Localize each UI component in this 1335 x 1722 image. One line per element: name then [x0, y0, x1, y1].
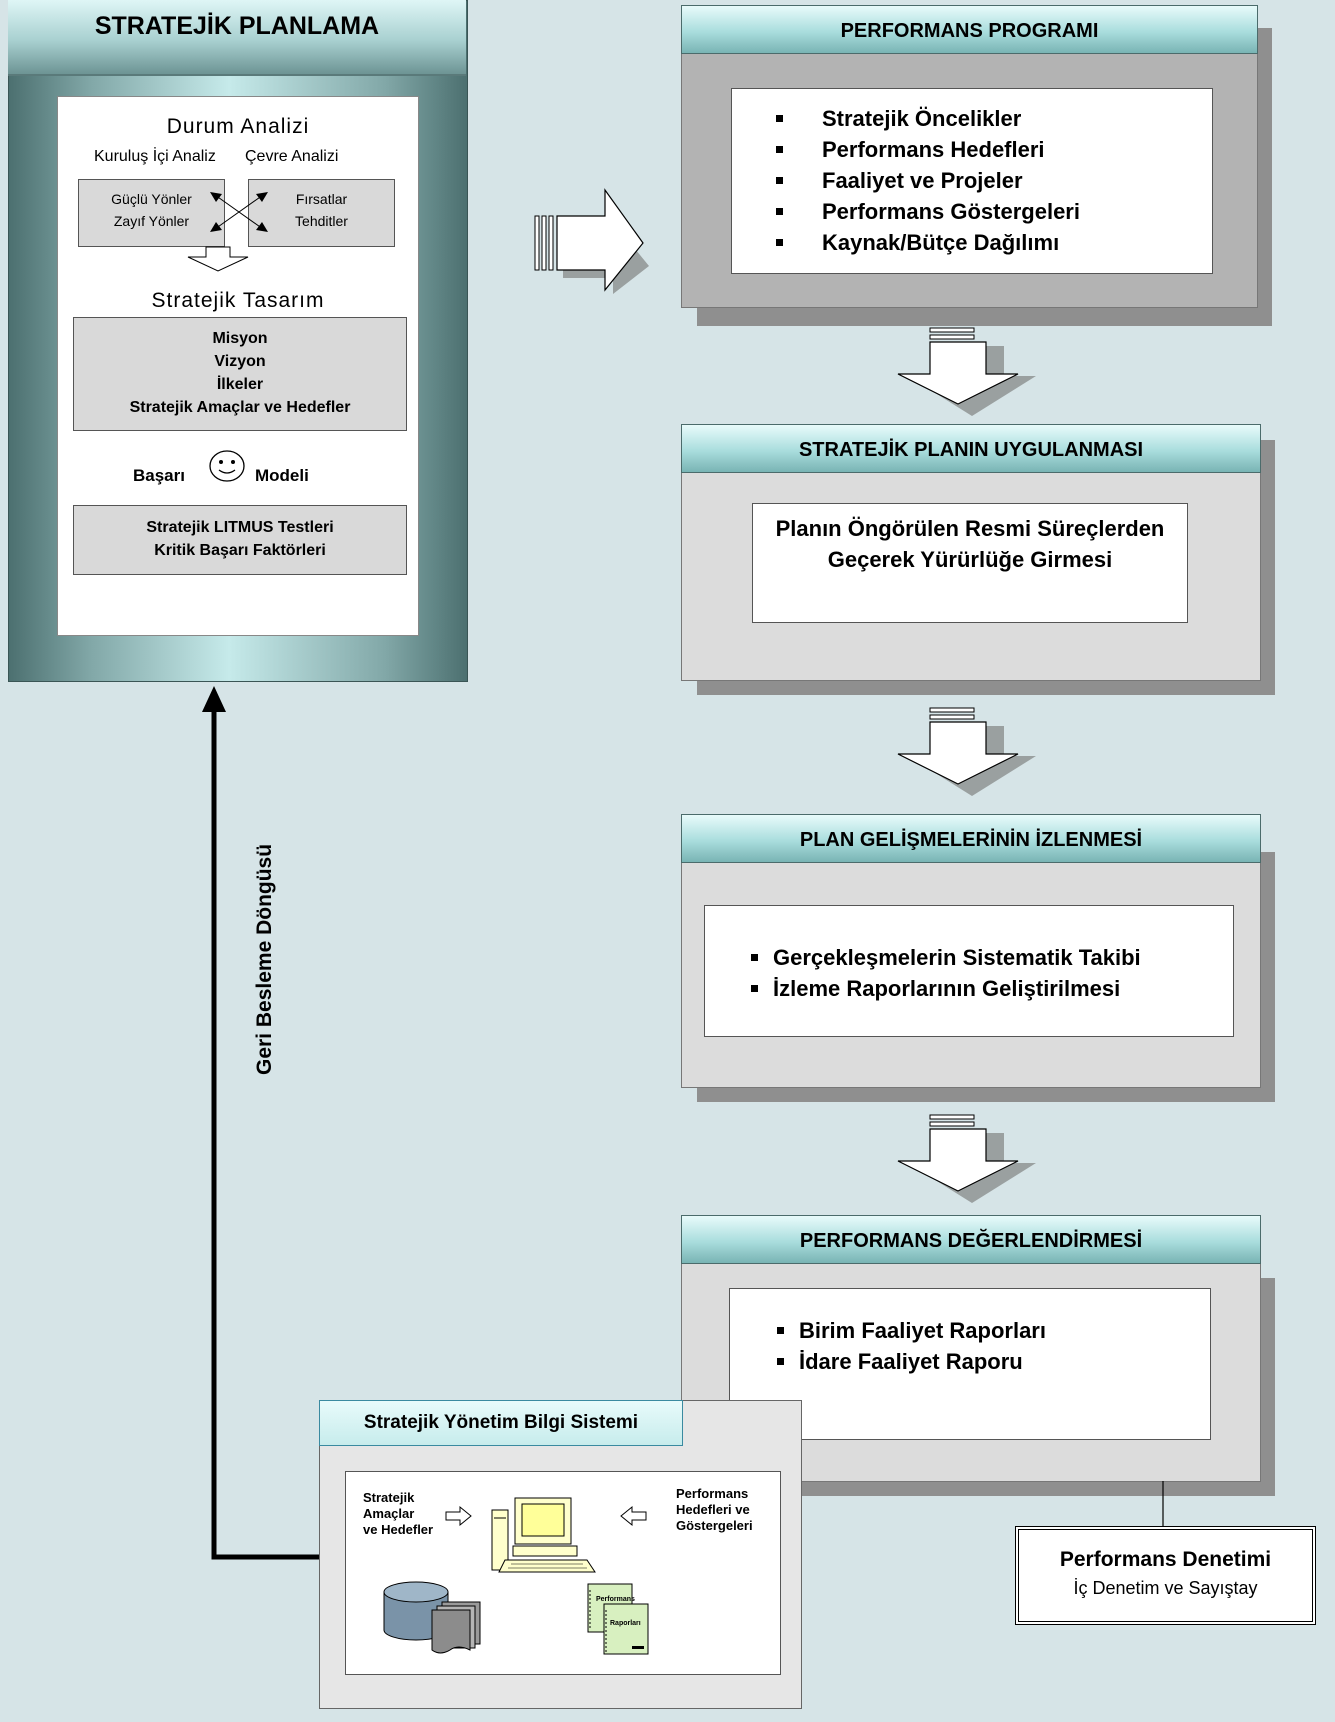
evaluation-item: Birim Faaliyet Raporları	[777, 1315, 1046, 1346]
performance-program-title: PERFORMANS PROGRAMI	[681, 5, 1258, 54]
evaluation-list-box: Birim Faaliyet Raporları İdare Faaliyet …	[729, 1288, 1211, 1440]
critical-factors-label: Kritik Başarı Faktörleri	[154, 542, 326, 559]
goals-label: Stratejik Amaçlar ve Hedefler	[129, 399, 351, 416]
vision-label: Vizyon	[214, 353, 266, 370]
info-left-label: Stratejik Amaçlar ve Hedefler	[363, 1490, 433, 1538]
strategic-design-label: Stratejik Tasarım	[151, 289, 325, 312]
performance-program-item: Faaliyet ve Projeler	[776, 165, 1080, 196]
strengths-label: Güçlü Yönler	[111, 191, 192, 207]
monitoring-list-box: Gerçekleşmelerin Sistematik Takibi İzlem…	[704, 905, 1234, 1037]
audit-subtitle: İç Denetim ve Sayıştay	[1073, 1578, 1258, 1598]
info-left-line: ve Hedefler	[363, 1522, 434, 1537]
implementation-text-box: Planın Öngörülen Resmi Süreçlerden Geçer…	[752, 503, 1188, 623]
performance-program-item: Kaynak/Bütçe Dağılımı	[776, 227, 1080, 258]
down-arrow-icon	[897, 707, 1036, 796]
strategic-design-box: Misyon Vizyon İlkeler Stratejik Amaçlar …	[73, 317, 407, 431]
right-arrow-small-icon	[445, 1505, 472, 1527]
right-arrow-big-icon	[534, 188, 649, 294]
performance-program-list-box: Stratejik Öncelikler Performans Hedefler…	[731, 88, 1213, 274]
success-word: Başarı	[133, 466, 185, 485]
feedback-loop-label: Geri Besleme Döngüsü	[253, 843, 276, 1075]
monitoring-item: Gerçekleşmelerin Sistematik Takibi	[751, 942, 1141, 973]
info-left-line: Amaçlar	[363, 1506, 415, 1521]
implementation-line2: Geçerek Yürürlüğe Girmesi	[827, 547, 1113, 572]
environment-analysis-box: Fırsatlar Tehditler	[248, 179, 395, 247]
model-word: Modeli	[255, 466, 309, 485]
doc-label-1: Performans	[596, 1596, 635, 1603]
evaluation-title: PERFORMANS DEĞERLENDİRMESİ	[681, 1215, 1261, 1264]
down-arrow-small-icon	[187, 246, 249, 272]
down-arrow-icon	[897, 1114, 1036, 1203]
doc-label-2: Raporları	[610, 1620, 641, 1627]
situation-analysis-label: Durum Analizi	[166, 115, 310, 138]
info-system-content: Stratejik Amaçlar ve Hedefler Performans…	[345, 1471, 781, 1675]
monitoring-item: İzleme Raporlarının Geliştirilmesi	[751, 973, 1141, 1004]
mission-label: Misyon	[212, 330, 268, 347]
performance-program-item: Performans Göstergeleri	[776, 196, 1080, 227]
implementation-title: STRATEJİK PLANIN UYGULANMASI	[681, 424, 1261, 473]
litmus-tests-label: Stratejik LITMUS Testleri	[146, 519, 334, 536]
info-right-line: Göstergeleri	[676, 1518, 753, 1533]
computer-icon	[491, 1497, 596, 1573]
environment-analysis-label: Çevre Analizi	[245, 148, 339, 165]
weaknesses-label: Zayıf Yönler	[113, 213, 190, 229]
strategic-planning-content: Durum Analizi Kuruluş İçi Analiz Çevre A…	[57, 96, 419, 636]
info-right-label: Performans Hedefleri ve Göstergeleri	[676, 1486, 753, 1534]
internal-analysis-label: Kuruluş İçi Analiz	[94, 148, 216, 165]
info-right-line: Hedefleri ve	[676, 1502, 750, 1517]
document-stack-icon	[431, 1601, 481, 1654]
principles-label: İlkeler	[216, 376, 264, 393]
performance-program-item: Stratejik Öncelikler	[776, 103, 1080, 134]
evaluation-item: İdare Faaliyet Raporu	[777, 1346, 1046, 1377]
performance-report-icon	[587, 1583, 649, 1655]
left-arrow-small-icon	[620, 1505, 647, 1527]
opportunities-label: Fırsatlar	[295, 191, 348, 207]
info-system-title: Stratejik Yönetim Bilgi Sistemi	[319, 1400, 683, 1446]
info-right-line: Performans	[676, 1486, 749, 1501]
audit-box: Performans Denetimi İç Denetim ve Sayışt…	[1015, 1526, 1316, 1625]
strategic-planning-title: STRATEJİK PLANLAMA	[8, 0, 466, 76]
threats-label: Tehditler	[295, 213, 348, 229]
performance-program-item: Performans Hedefleri	[776, 134, 1080, 165]
info-left-line: Stratejik	[363, 1490, 415, 1505]
internal-analysis-box: Güçlü Yönler Zayıf Yönler	[78, 179, 225, 247]
monitoring-title: PLAN GELİŞMELERİNİN İZLENMESİ	[681, 814, 1261, 863]
implementation-line1: Planın Öngörülen Resmi Süreçlerden	[775, 516, 1165, 541]
down-arrow-icon	[897, 327, 1036, 416]
audit-title: Performans Denetimi	[1059, 1548, 1272, 1571]
smiley-icon	[209, 450, 245, 482]
swot-cross-arrows	[210, 192, 268, 232]
litmus-box: Stratejik LITMUS Testleri Kritik Başarı …	[73, 505, 407, 575]
